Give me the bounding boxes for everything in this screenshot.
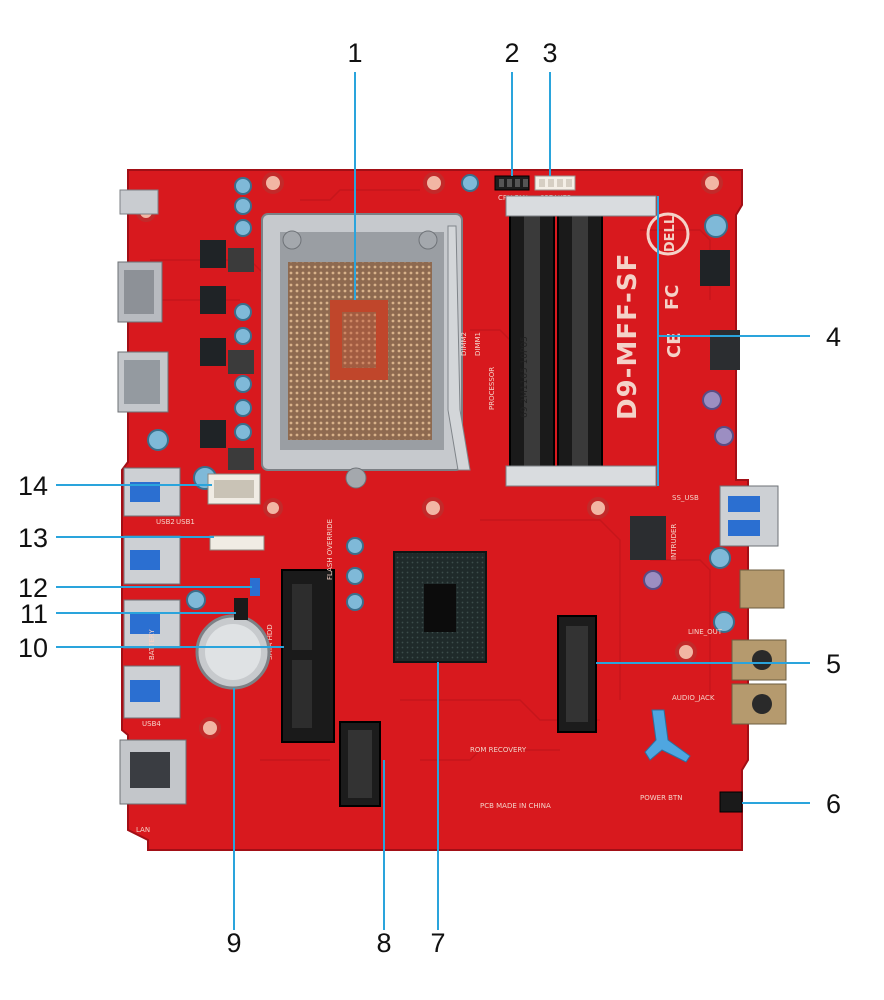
intruder-label: INTRUDER xyxy=(670,524,678,560)
callout-8: 8 xyxy=(376,928,391,958)
processor-socket xyxy=(261,213,471,489)
keyboard-mouse-header xyxy=(207,473,261,505)
socket-lever xyxy=(447,225,471,471)
callout-7: 7 xyxy=(430,928,445,958)
usb-c-port xyxy=(119,189,159,215)
rear-audio-port xyxy=(739,569,785,609)
password-jumper xyxy=(234,598,248,620)
callout-labels: 1 2 3 4 5 6 7 8 9 10 11 12 13 14 xyxy=(18,38,841,958)
dimm2-label: DIMM2 xyxy=(460,332,468,356)
ss-usb-label: SS_USB xyxy=(672,494,699,502)
dell-logo-text: DELL xyxy=(663,216,678,252)
mount-hole xyxy=(701,172,723,194)
power-btn-label: POWER BTN xyxy=(640,794,682,802)
callout-12: 12 xyxy=(18,573,48,603)
rear-usb-stack xyxy=(719,485,779,547)
capacitor xyxy=(709,547,731,569)
vga-header xyxy=(209,535,265,551)
m2-ssd-slot xyxy=(557,615,597,733)
dimm-sticker: 69 2M1165 10P05 xyxy=(520,336,530,418)
capacitor xyxy=(234,375,252,393)
lan-label: LAN xyxy=(136,826,150,834)
capacitor xyxy=(186,590,206,610)
callout-5: 5 xyxy=(826,649,841,679)
callout-4: 4 xyxy=(826,322,841,352)
capacitor xyxy=(234,303,252,321)
usb2-label: USB2 xyxy=(156,518,175,526)
made-in-label: PCB MADE IN CHINA xyxy=(480,802,551,810)
rear-io-left xyxy=(117,189,187,805)
callout-13: 13 xyxy=(18,523,48,553)
callout-14: 14 xyxy=(18,471,48,501)
ce-mark: CE xyxy=(664,332,685,358)
capacitor xyxy=(346,567,364,585)
audio-jack-label: AUDIO_JACK xyxy=(672,694,715,702)
capacitor xyxy=(702,390,722,410)
mount-hole xyxy=(423,172,445,194)
capacitor xyxy=(461,174,479,192)
callout-leaders xyxy=(56,72,810,930)
capacitor xyxy=(234,177,252,195)
callout-10: 10 xyxy=(18,633,48,663)
capacitor xyxy=(704,214,728,238)
cmos-jumper xyxy=(250,578,260,596)
mount-hole xyxy=(262,172,284,194)
vrm-components xyxy=(200,240,254,470)
mount-hole xyxy=(263,498,283,518)
usb4-label: USB4 xyxy=(142,720,161,728)
capacitor xyxy=(234,197,252,215)
capacitor xyxy=(234,399,252,417)
capacitor xyxy=(714,426,734,446)
usb1-label: USB1 xyxy=(176,518,195,526)
callout-11: 11 xyxy=(20,599,48,629)
capacitor xyxy=(234,219,252,237)
rom-recovery-label: ROM RECOVERY xyxy=(470,746,527,754)
dimm1-label: DIMM1 xyxy=(474,332,482,356)
pch-chipset xyxy=(393,551,487,663)
sata-hdd-label: SATA HDD xyxy=(266,624,274,660)
mount-hole xyxy=(675,641,697,663)
callout-3: 3 xyxy=(542,38,557,68)
battery-label: BATTERY xyxy=(148,629,156,660)
flash-override-label: FLASH OVERRIDE xyxy=(326,519,334,580)
coin-cell-battery: BATTERY xyxy=(148,614,271,690)
misc-silkscreen: PCB MADE IN CHINA FLASH OVERRIDE ROM REC… xyxy=(136,332,551,834)
capacitor xyxy=(234,423,252,441)
board-branding: D9-MFF-SF DELL FC CE PROCESSOR xyxy=(488,212,690,420)
capacitor xyxy=(147,429,169,451)
fc-mark: FC xyxy=(662,284,683,310)
memory-slots: 69 2M1165 10P05 xyxy=(505,195,657,487)
capacitor xyxy=(713,611,735,633)
callout-6: 6 xyxy=(826,789,841,819)
board-model-label: D9-MFF-SF xyxy=(613,253,643,420)
mount-hole xyxy=(422,497,444,519)
processor-label: PROCESSOR xyxy=(488,367,496,410)
mount-hole xyxy=(587,497,609,519)
blue-standoff xyxy=(644,709,691,763)
callout-2: 2 xyxy=(504,38,519,68)
dell-logo xyxy=(646,212,690,256)
m2-wlan-slot xyxy=(339,721,381,807)
line-out-label: LINE_OUT xyxy=(688,628,723,636)
capacitor xyxy=(346,593,364,611)
right-side-components: SS_USB INTRUDER LINE_OUT AUDIO_JACK xyxy=(630,250,787,725)
capacitor xyxy=(643,570,663,590)
mount-hole xyxy=(199,717,221,739)
sata-connector: SATA HDD xyxy=(266,569,335,743)
callout-9: 9 xyxy=(226,928,241,958)
capacitor xyxy=(234,327,252,345)
callout-1: 1 xyxy=(347,38,362,68)
capacitor xyxy=(346,537,364,555)
power-button-connector: POWER BTN xyxy=(640,791,743,813)
